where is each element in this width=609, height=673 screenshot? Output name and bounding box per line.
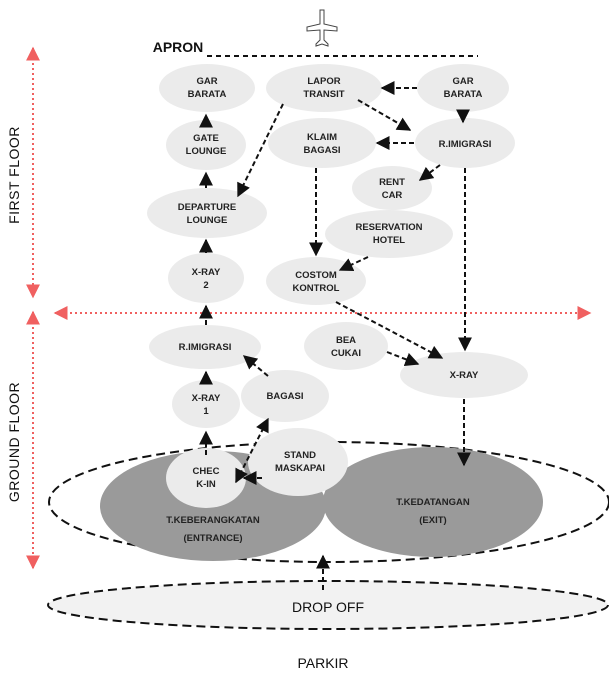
- node-gate-lounge: [166, 120, 246, 170]
- xray-right-label: X-RAY: [450, 370, 479, 381]
- arrow-bea-xray: [386, 351, 420, 366]
- gar-barata-right-line1: GAR: [452, 76, 473, 87]
- lapor-transit-line2: TRANSIT: [303, 89, 344, 100]
- first-floor-label: FIRST FLOOR: [6, 126, 22, 224]
- gate-lounge-line1: GATE: [193, 133, 219, 144]
- node-rent-car: [352, 166, 432, 210]
- reservation-hotel-line2: HOTEL: [373, 235, 405, 246]
- t-kedatangan-line1: T.KEDATANGAN: [396, 497, 470, 508]
- node-bea-cukai: [304, 322, 388, 370]
- node-gar-barata-right: [417, 64, 509, 112]
- bea-cukai-line1: BEA: [336, 335, 356, 346]
- node-check-in: [166, 448, 246, 508]
- t-keberangkatan-line1: T.KEBERANGKATAN: [166, 515, 260, 526]
- check-in-line2: K-IN: [196, 479, 216, 490]
- arrow-lapor-departure: [237, 103, 284, 198]
- costom-kontrol-line1: COSTOM: [295, 270, 337, 281]
- node-xray2: [168, 253, 244, 303]
- check-in-line1: CHEC: [193, 466, 220, 477]
- node-departure-lounge: [147, 188, 267, 238]
- t-kedatangan-line2: (EXIT): [419, 515, 446, 526]
- node-labels: GAR BARATA GATE LOUNGE DEPARTURE LOUNGE X-R…: [166, 76, 491, 544]
- rent-car-line2: CAR: [382, 190, 403, 201]
- xray2-line2: 2: [203, 280, 208, 291]
- bagasi-label: BAGASI: [267, 391, 304, 402]
- xray1-line2: 1: [203, 406, 209, 417]
- reservation-hotel-line1: RESERVATION: [355, 222, 422, 233]
- bea-cukai-line2: CUKAI: [331, 348, 361, 359]
- airplane-icon: [306, 9, 338, 47]
- klaim-bagasi-line1: KLAIM: [307, 132, 337, 143]
- r-imigrasi-right-label: R.IMIGRASI: [439, 139, 492, 150]
- flow-arrows: [199, 81, 472, 590]
- costom-kontrol-line2: KONTROL: [293, 283, 340, 294]
- node-bagasi: [241, 370, 329, 422]
- node-reservation-hotel: [325, 210, 453, 258]
- klaim-bagasi-line2: BAGASI: [304, 145, 341, 156]
- departure-lounge-line1: DEPARTURE: [178, 202, 236, 213]
- arrow-lapor-rimigrasi: [357, 99, 412, 131]
- t-keberangkatan-line2: (ENTRANCE): [183, 533, 242, 544]
- t-kedatangan-area: [323, 447, 543, 557]
- node-xray1: [172, 380, 240, 428]
- gate-lounge-line2: LOUNGE: [186, 146, 227, 157]
- rent-car-line1: RENT: [379, 177, 405, 188]
- gar-barata-left-line2: BARATA: [188, 89, 227, 100]
- stand-maskapai-line1: STAND: [284, 450, 316, 461]
- gar-barata-right-line2: BARATA: [444, 89, 483, 100]
- arrow-rimigrasi-rentcar: [418, 164, 441, 181]
- node-gar-barata-left: [159, 64, 255, 112]
- arrow-reservation-costom: [338, 256, 369, 272]
- drop-off-area: [47, 580, 609, 630]
- node-stand-maskapai: [248, 428, 348, 496]
- apron-title: APRON: [153, 39, 204, 55]
- parkir-label: PARKIR: [297, 655, 348, 671]
- xray2-line1: X-RAY: [192, 267, 221, 278]
- node-xray-right: [400, 352, 528, 398]
- arrow-bagasi-rimigrasi: [242, 355, 269, 377]
- lapor-transit-line1: LAPOR: [307, 76, 340, 87]
- arrow-costom-xray: [335, 301, 444, 359]
- departure-lounge-line2: LOUNGE: [187, 215, 228, 226]
- node-lapor-transit: [266, 64, 382, 112]
- xray1-line1: X-RAY: [192, 393, 221, 404]
- node-r-imigrasi-left: [149, 325, 261, 369]
- ground-floor-label: GROUND FLOOR: [6, 382, 22, 502]
- svg-text:T.KEBERANGKATAN(ENTRANCE): T.KEBERANGKATAN (ENTRANCE): [166, 515, 260, 544]
- node-klaim-bagasi: [268, 118, 376, 168]
- node-r-imigrasi-right: [415, 118, 515, 168]
- drop-off-label: DROP OFF: [292, 599, 364, 615]
- stand-maskapai-line2: MASKAPAI: [275, 463, 325, 474]
- gar-barata-left-line1: GAR: [196, 76, 217, 87]
- arrow-checkin-bagasi: [235, 417, 269, 484]
- svg-text:T.KEDATANGAN(EXIT): T.KEDATANGAN (EXIT): [396, 497, 470, 526]
- r-imigrasi-left-label: R.IMIGRASI: [179, 342, 232, 353]
